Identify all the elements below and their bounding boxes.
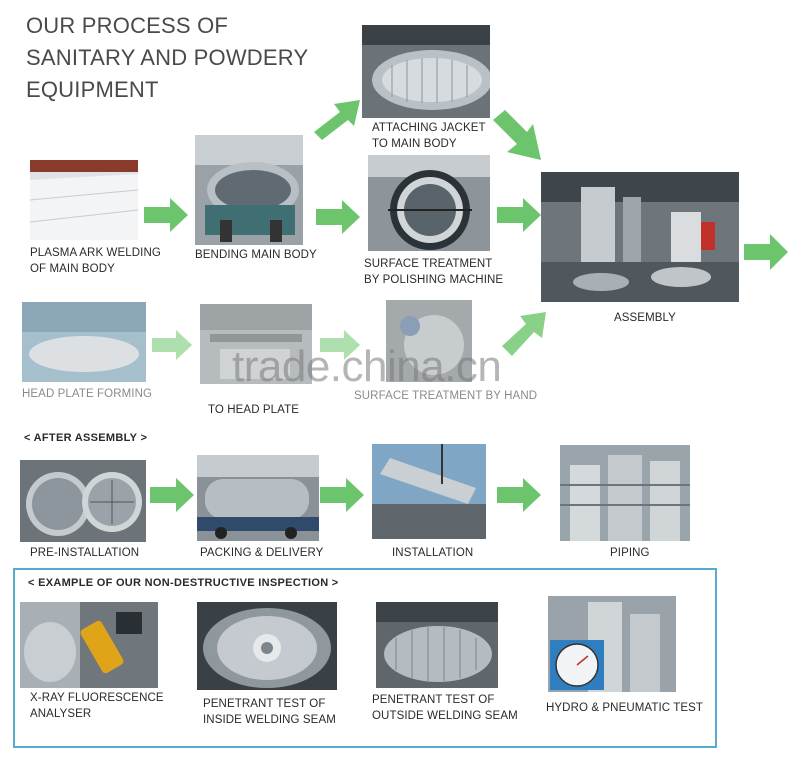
caption-line: BENDING MAIN BODY: [195, 249, 317, 261]
caption-line: TO MAIN BODY: [372, 138, 457, 150]
photo-attaching-jacket: [362, 25, 490, 118]
caption-line: SURFACE TREATMENT BY HAND: [354, 390, 538, 402]
photo-surface-by-hand: [386, 300, 472, 382]
caption-assembly: ASSEMBLY: [614, 310, 676, 326]
caption-line: INSIDE WELDING SEAM: [203, 714, 336, 726]
page-title: OUR PROCESS OF SANITARY AND POWDERY EQUI…: [26, 10, 308, 106]
caption-line: SURFACE TREATMENT: [364, 258, 493, 270]
caption-packing-delivery: PACKING & DELIVERY: [200, 547, 324, 559]
photo-penetrant-inside: [197, 602, 337, 690]
caption-xray-analyser: X-RAY FLUORESCENCE ANALYSER: [30, 690, 164, 722]
photo-bending: [195, 135, 303, 245]
photo-plasma-welding: [30, 160, 138, 240]
caption-pre-installation: PRE-INSTALLATION: [30, 547, 140, 559]
arrow-up-right-icon: [314, 100, 360, 140]
photo-pre-installation: [20, 460, 146, 542]
photo-piping: [560, 445, 690, 541]
caption-line: X-RAY FLUORESCENCE: [30, 692, 164, 704]
photo-head-plate-forming: [22, 302, 146, 382]
arrow-right-icon: [320, 478, 364, 512]
photo-to-head-plate: [200, 304, 312, 384]
caption-line: PENETRANT TEST OF: [203, 698, 326, 710]
caption-piping: PIPING: [610, 547, 650, 559]
watermark: trade.china.cn: [232, 342, 502, 391]
after-assembly-heading: < AFTER ASSEMBLY >: [24, 432, 148, 444]
caption-line: TO HEAD PLATE: [208, 404, 299, 416]
photo-penetrant-outside: [376, 602, 498, 688]
arrow-right-icon: [497, 198, 541, 232]
title-line-3: EQUIPMENT: [26, 77, 159, 102]
inspection-heading: < EXAMPLE OF OUR NON-DESTRUCTIVE INSPECT…: [28, 577, 339, 589]
photo-assembly: [541, 172, 739, 302]
caption-line: OUTSIDE WELDING SEAM: [372, 710, 518, 722]
caption-attaching-jacket: ATTACHING JACKET TO MAIN BODY: [372, 120, 486, 152]
caption-surface-by-hand: SURFACE TREATMENT BY HAND: [354, 388, 537, 404]
photo-surface-polishing: [368, 155, 490, 251]
caption-hydro-pneumatic: HYDRO & PNEUMATIC TEST: [546, 700, 703, 716]
arrow-right-icon: [144, 198, 188, 232]
title-line-2: SANITARY AND POWDERY: [26, 45, 309, 70]
caption-line: PENETRANT TEST OF: [372, 694, 495, 706]
arrow-right-icon: [316, 200, 360, 234]
title-line-1: OUR PROCESS OF: [26, 13, 229, 38]
caption-bending: BENDING MAIN BODY: [195, 247, 317, 263]
arrow-down-right-icon: [493, 110, 541, 160]
caption-line: ANALYSER: [30, 708, 92, 720]
arrow-right-icon: [152, 330, 192, 360]
caption-installation: INSTALLATION: [392, 547, 474, 559]
caption-line: ATTACHING JACKET: [372, 122, 486, 134]
arrow-up-right-icon: [502, 312, 546, 356]
photo-packing-delivery: [197, 455, 319, 541]
caption-line: OF MAIN BODY: [30, 263, 115, 275]
caption-to-head-plate: TO HEAD PLATE: [208, 402, 299, 418]
caption-surface-polishing: SURFACE TREATMENT BY POLISHING MACHINE: [364, 256, 503, 288]
arrow-right-icon: [150, 478, 194, 512]
caption-line: HEAD PLATE FORMING: [22, 388, 153, 400]
arrow-right-icon: [497, 478, 541, 512]
photo-installation: [372, 444, 486, 539]
caption-plasma-welding: PLASMA ARK WELDING OF MAIN BODY: [30, 245, 161, 277]
caption-head-plate-forming: HEAD PLATE FORMING: [22, 386, 152, 402]
caption-penetrant-outside: PENETRANT TEST OF OUTSIDE WELDING SEAM: [372, 692, 518, 724]
arrow-right-icon: [744, 234, 788, 270]
photo-xray-analyser: [20, 602, 158, 688]
caption-penetrant-inside: PENETRANT TEST OF INSIDE WELDING SEAM: [203, 696, 336, 728]
inspection-panel: [13, 568, 717, 748]
caption-line: HYDRO & PNEUMATIC TEST: [546, 702, 704, 714]
caption-line: BY POLISHING MACHINE: [364, 274, 504, 286]
arrow-right-icon: [320, 330, 360, 360]
caption-line: PLASMA ARK WELDING: [30, 247, 161, 259]
photo-hydro-pneumatic: [548, 596, 676, 692]
caption-line: ASSEMBLY: [614, 312, 676, 324]
